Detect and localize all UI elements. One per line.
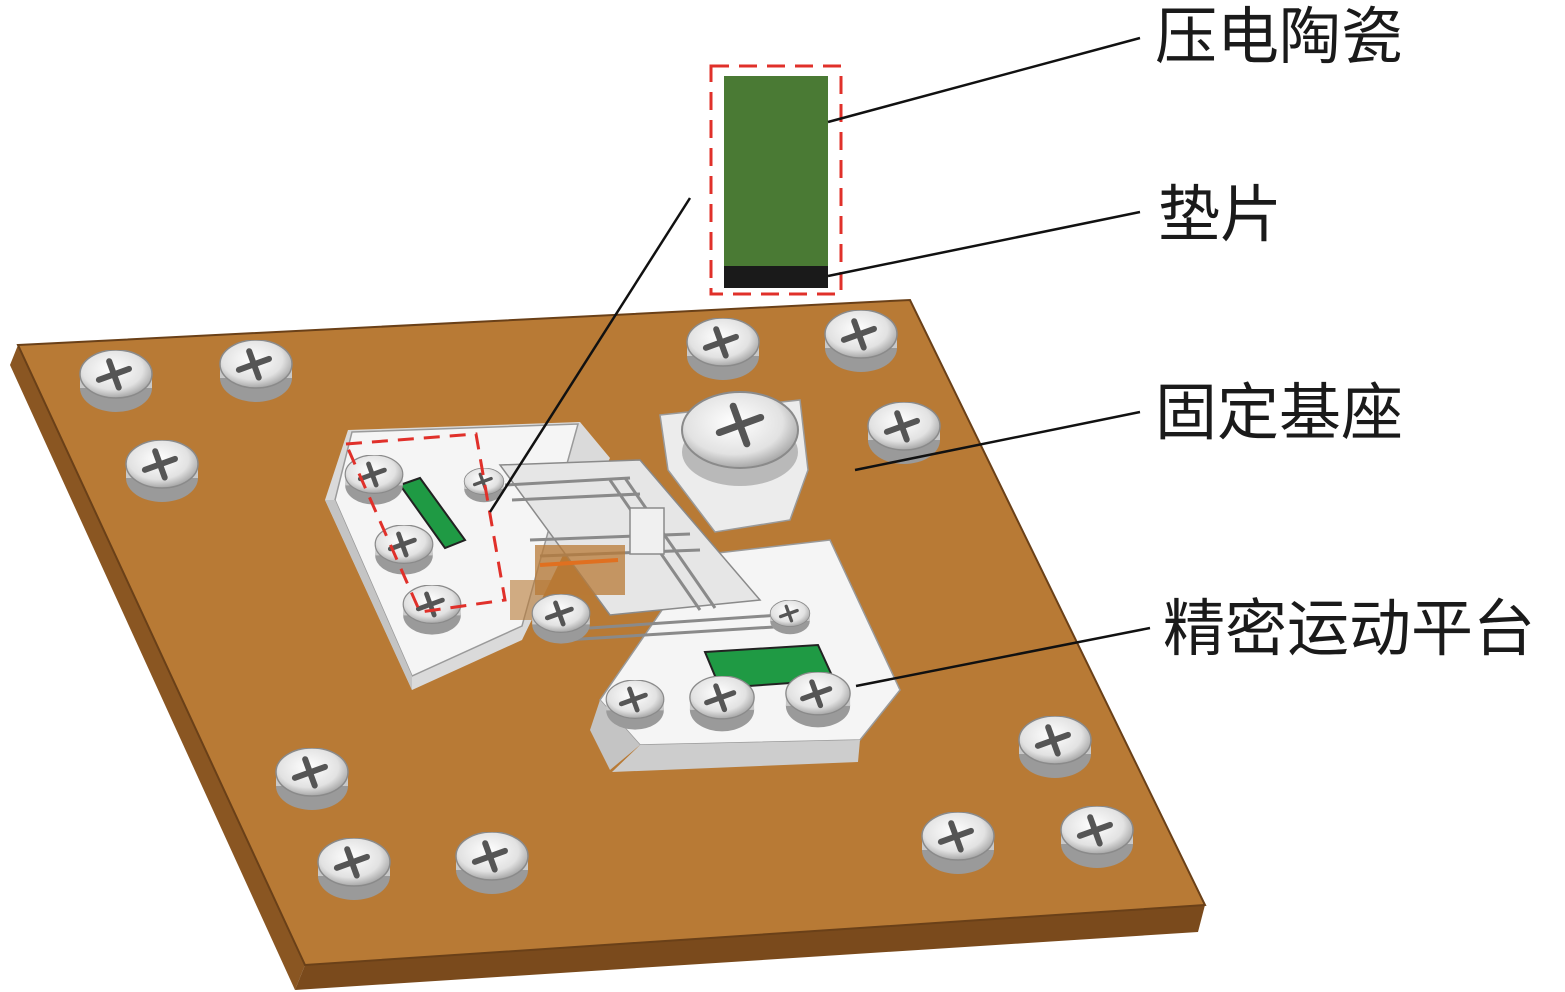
screw-icon [1019,716,1091,778]
shim-block [724,266,828,288]
screw-icon [786,672,850,727]
screw-icon [276,748,348,810]
screw-icon [126,440,198,502]
label-shim: 垫片 [1158,178,1283,251]
screw-icon [606,680,664,730]
screw-icon [922,812,994,874]
screw-icon [318,838,390,900]
leader-shim [827,210,1141,278]
precision-motion-stage [325,391,901,772]
leader-stage [855,626,1151,688]
exploded-piezo-module [709,64,843,296]
screw-icon [80,350,152,412]
screw-icon [456,832,528,894]
exploded-piezo-highlight [709,64,843,296]
leader-piezo [827,36,1141,124]
screw-icon [768,600,812,636]
leader-highlight [488,197,692,513]
screw-icon [690,676,754,731]
screw-icon [532,594,590,644]
stage-piezo-highlight [343,432,507,614]
base-plate-top [16,298,1207,967]
piezo-ceramic-block [724,76,828,266]
leader-lines [488,36,1151,688]
screw-icon [220,340,292,402]
leader-base [854,410,1141,472]
label-piezo-ceramic: 压电陶瓷 [1155,0,1404,73]
label-precision-stage: 精密运动平台 [1163,592,1536,665]
stage-piezo-left [398,476,467,550]
screw-icon [687,318,759,380]
fixed-base-plate [10,298,1207,990]
base-plate-side-bottom [295,905,1205,990]
base-plate-side-left [10,345,305,990]
screw-icon [1061,806,1133,868]
label-fixed-base: 固定基座 [1155,376,1404,449]
screw-icon [825,310,897,372]
